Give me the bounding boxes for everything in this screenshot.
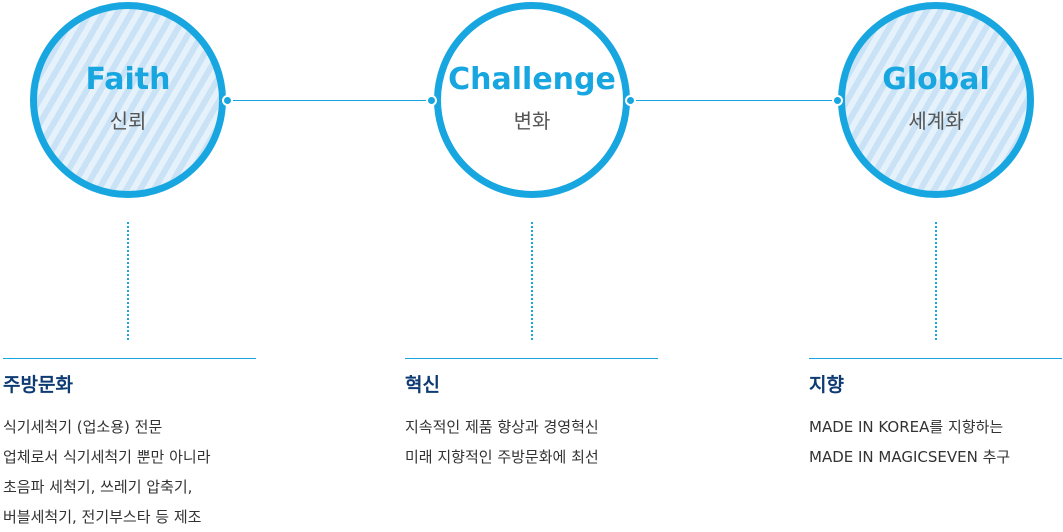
value-subtitle: 신뢰 <box>109 109 147 133</box>
value-title: Global <box>882 62 990 97</box>
detail-line: 버블세척기, 전기부스타 등 제조 <box>3 508 202 526</box>
connector-dot <box>625 95 636 106</box>
connector-dot <box>222 95 233 106</box>
detail-line: 지속적인 제품 향상과 경영혁신 <box>405 418 599 436</box>
value-circle-global: Global 세계화 <box>838 2 1034 198</box>
section-rule <box>3 358 256 359</box>
value-title: Faith <box>85 62 171 97</box>
dotted-divider <box>531 222 533 340</box>
dotted-divider <box>127 222 129 340</box>
connector-dot <box>832 95 843 106</box>
detail-block-challenge: 혁신 지속적인 제품 향상과 경영혁신 미래 지향적인 주방문화에 최선 <box>405 372 599 472</box>
detail-block-faith: 주방문화 식기세척기 (업소용) 전문 업체로서 식기세척기 뿐만 아니라 초음… <box>3 372 211 532</box>
detail-block-global: 지향 MADE IN KOREA를 지향하는 MADE IN MAGICSEVE… <box>809 372 1010 472</box>
connector-faith-challenge <box>228 100 432 101</box>
connector-challenge-global <box>630 100 838 101</box>
detail-line: 미래 지향적인 주방문화에 최선 <box>405 448 599 466</box>
detail-line: 식기세척기 (업소용) 전문 <box>3 418 163 436</box>
dotted-divider <box>935 222 937 340</box>
connector-dot <box>426 95 437 106</box>
value-circle-faith: Faith 신뢰 <box>30 2 226 198</box>
detail-line: MADE IN MAGICSEVEN 추구 <box>809 448 1011 466</box>
value-circle-challenge: Challenge 변화 <box>434 2 630 198</box>
detail-heading: 주방문화 <box>3 374 73 396</box>
detail-heading: 지향 <box>809 374 844 396</box>
value-subtitle: 변화 <box>513 109 551 133</box>
section-rule <box>405 358 658 359</box>
detail-line: 초음파 세척기, 쓰레기 압축기, <box>3 478 193 496</box>
detail-heading: 혁신 <box>405 374 440 396</box>
value-subtitle: 세계화 <box>908 109 964 133</box>
value-title: Challenge <box>448 62 616 97</box>
section-rule <box>809 358 1062 359</box>
detail-line: MADE IN KOREA를 지향하는 <box>809 418 1004 436</box>
detail-line: 업체로서 식기세척기 뿐만 아니라 <box>3 448 211 466</box>
